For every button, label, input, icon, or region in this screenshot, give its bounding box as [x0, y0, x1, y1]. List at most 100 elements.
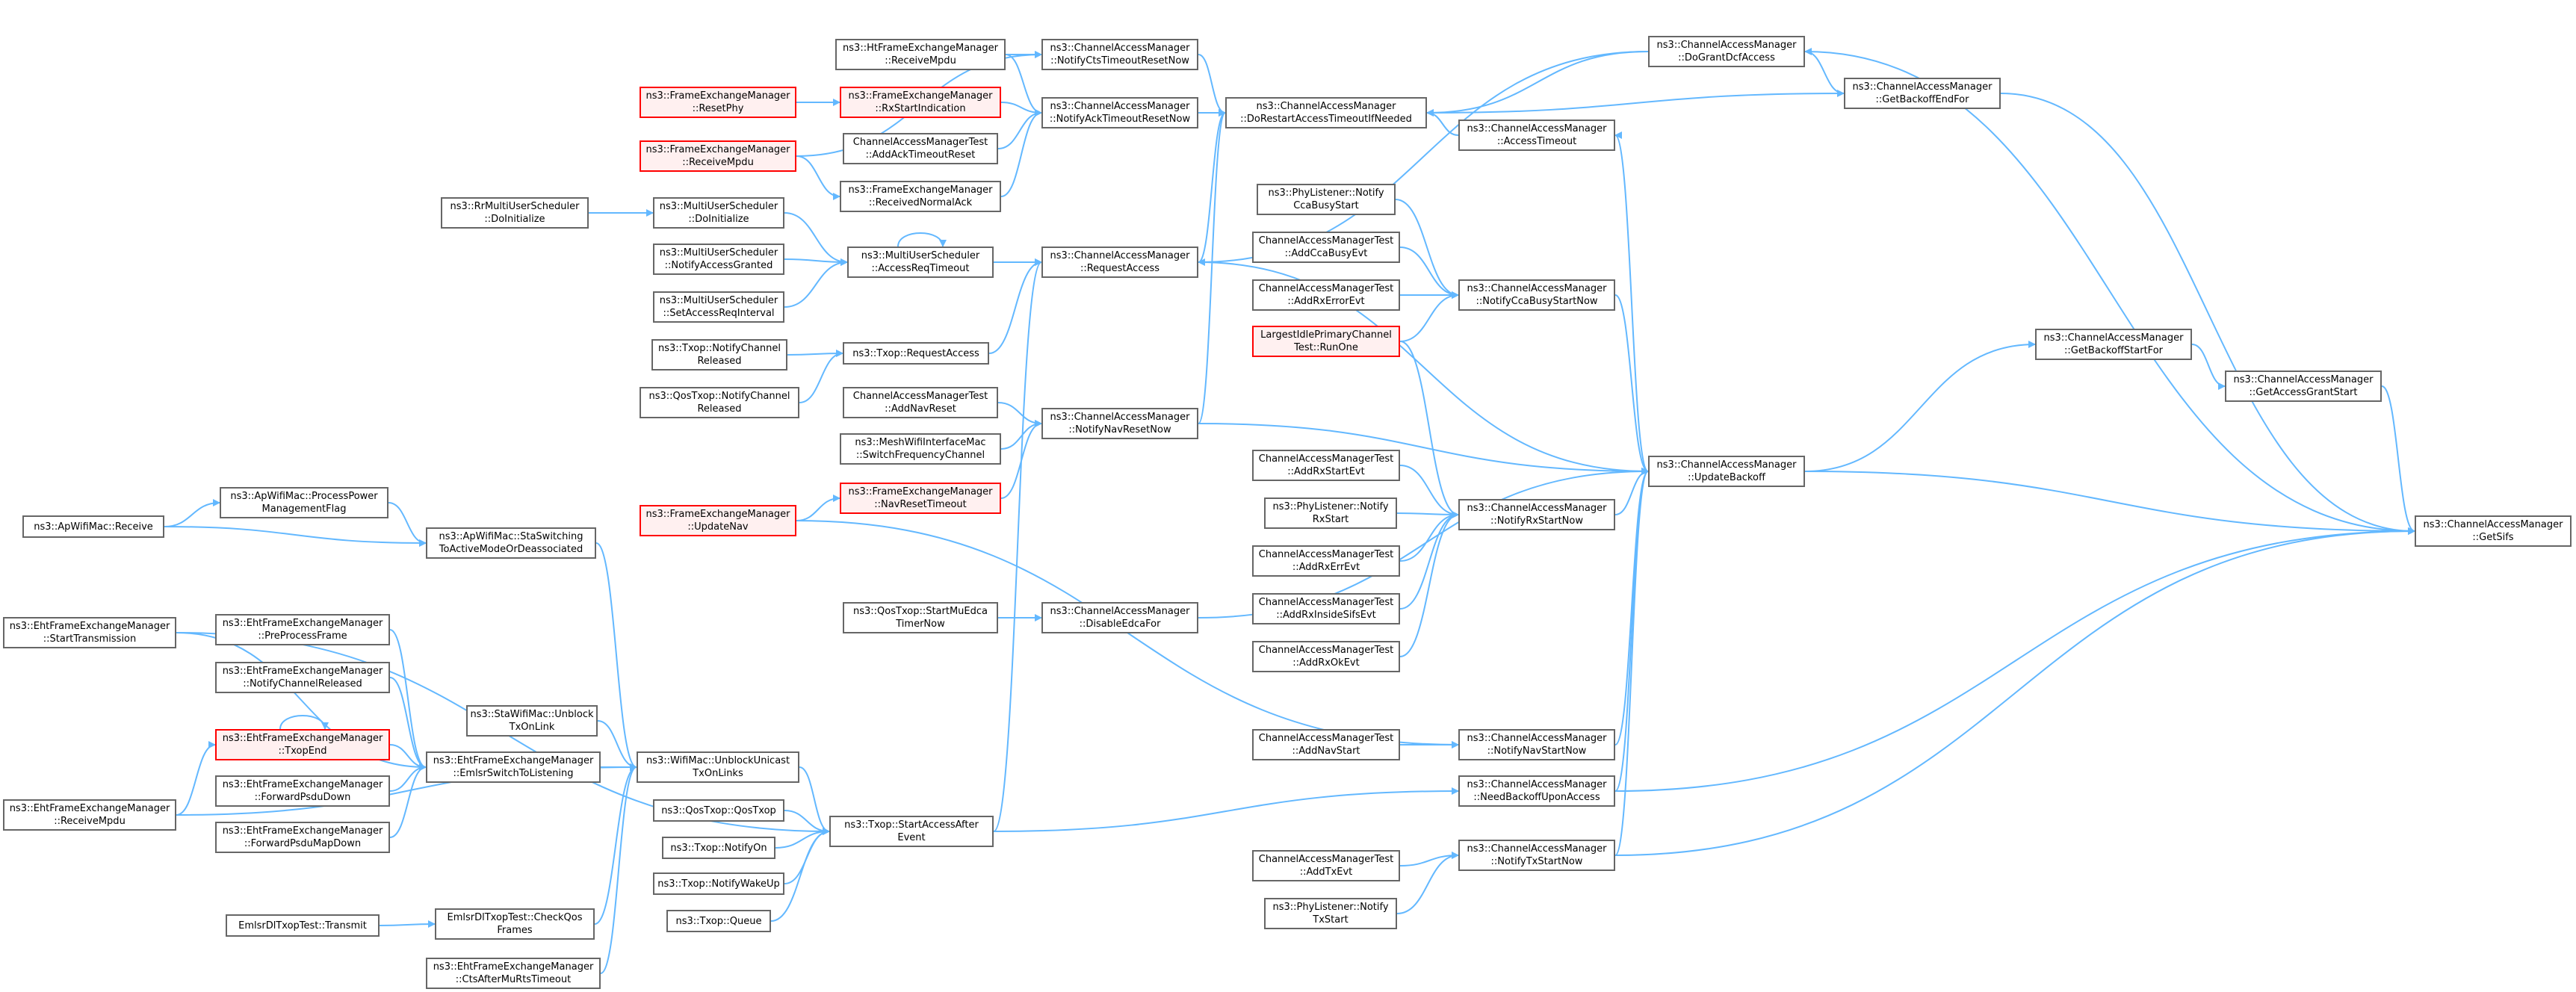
node-getbackoffend[interactable]: ns3::ChannelAccessManager::GetBackoffEnd…	[1844, 78, 2001, 109]
node-mudoinit[interactable]: ns3::MultiUserScheduler::DoInitialize	[653, 197, 784, 229]
node-getaccessgrant[interactable]: ns3::ChannelAccessManager::GetAccessGran…	[2225, 371, 2382, 402]
node-label-line: ns3::StaWifiMac::Unblock	[470, 709, 594, 720]
node-emlsrswitch[interactable]: ns3::EhtFrameExchangeManager::EmlsrSwitc…	[426, 751, 601, 783]
node-ehtpreprocess[interactable]: ns3::EhtFrameExchangeManager::PreProcess…	[215, 614, 390, 645]
node-navresettimeout[interactable]: ns3::FrameExchangeManager::NavResetTimeo…	[840, 483, 1001, 514]
node-getsifs[interactable]: ns3::ChannelAccessManager::GetSifs	[2415, 515, 2572, 547]
node-updatenav[interactable]: ns3::FrameExchangeManager::UpdateNav	[640, 505, 796, 536]
node-ehtfwdpsdu[interactable]: ns3::EhtFrameExchangeManager::ForwardPsd…	[215, 775, 390, 807]
node-label-line: ns3::FrameExchangeManager	[645, 144, 790, 155]
node-fermreceivempdu[interactable]: ns3::FrameExchangeManager::ReceiveMpdu	[640, 140, 796, 172]
edge-getaccessgrant-to-getsifs	[2381, 385, 2415, 535]
node-addrxerror[interactable]: ChannelAccessManagerTest::AddRxErrorEvt	[1252, 279, 1400, 311]
node-label-line: ns3::RrMultiUserScheduler	[450, 201, 580, 212]
node-ehttxopend[interactable]: ns3::EhtFrameExchangeManager::TxopEnd	[215, 729, 390, 760]
node-addrxstart[interactable]: ChannelAccessManagerTest::AddRxStartEvt	[1252, 450, 1400, 481]
node-label-line: Released	[697, 403, 742, 415]
node-label-line: ::NotifyNavStartNow	[1487, 745, 1587, 757]
node-ctstimeoutreset[interactable]: ns3::ChannelAccessManager::NotifyCtsTime…	[1041, 39, 1198, 70]
node-txopqueue[interactable]: ns3::Txop::Queue	[666, 910, 771, 932]
node-dorestart[interactable]: ns3::ChannelAccessManager::DoRestartAcce…	[1225, 97, 1427, 128]
node-label-line: ToActiveModeOrDeassociated	[439, 544, 583, 555]
edge-requestaccess-to-updatebackoff	[1198, 261, 1649, 475]
node-ehtreceivempdu[interactable]: ns3::EhtFrameExchangeManager::ReceiveMpd…	[3, 799, 176, 831]
node-label-line: ns3::Txop::RequestAccess	[852, 347, 979, 359]
node-label-line: ns3::MultiUserScheduler	[659, 201, 778, 212]
node-navstartnow[interactable]: ns3::ChannelAccessManager::NotifyNavStar…	[1458, 729, 1615, 760]
node-label-line: ns3::EhtFrameExchangeManager	[222, 666, 383, 677]
node-ehtstarttx[interactable]: ns3::EhtFrameExchangeManager::StartTrans…	[3, 617, 176, 648]
node-htreceivempdu[interactable]: ns3::HtFrameExchangeManager::ReceiveMpdu	[835, 39, 1006, 70]
node-addnavreset[interactable]: ChannelAccessManagerTest::AddNavReset	[843, 387, 998, 418]
node-addrxinside[interactable]: ChannelAccessManagerTest::AddRxInsideSif…	[1252, 593, 1400, 624]
node-label-line: ns3::MeshWifiInterfaceMac	[855, 437, 986, 448]
edge-ctstimeoutreset-to-dorestart	[1198, 54, 1226, 117]
edge-phyccabusy-to-ccabusystartnow	[1395, 199, 1459, 299]
node-getbackoffstart[interactable]: ns3::ChannelAccessManager::GetBackoffSta…	[2035, 329, 2192, 360]
node-accessreqtimeout[interactable]: ns3::MultiUserScheduler::AccessReqTimeou…	[847, 247, 994, 278]
edge-dogrant-to-dorestart	[1426, 51, 1649, 117]
node-setaccessreq[interactable]: ns3::MultiUserScheduler::SetAccessReqInt…	[653, 291, 784, 323]
node-accesstimeout[interactable]: ns3::ChannelAccessManager::AccessTimeout	[1458, 120, 1615, 151]
node-disableedca[interactable]: ns3::ChannelAccessManager::DisableEdcaFo…	[1041, 602, 1198, 633]
node-addtxevt[interactable]: ChannelAccessManagerTest::AddTxEvt	[1252, 850, 1400, 881]
node-label-line: ns3::ChannelAccessManager	[2043, 332, 2184, 344]
node-rxstartnow[interactable]: ns3::ChannelAccessManager::NotifyRxStart…	[1458, 499, 1615, 530]
node-txopnotifyon[interactable]: ns3::Txop::NotifyOn	[662, 837, 775, 859]
node-qostxopqostxop[interactable]: ns3::QosTxop::QosTxop	[653, 799, 784, 822]
node-label-line: ns3::Txop::NotifyWakeUp	[657, 878, 780, 890]
node-addccabusy[interactable]: ChannelAccessManagerTest::AddCcaBusyEvt	[1252, 232, 1400, 263]
node-addacktimeout[interactable]: ChannelAccessManagerTest::AddAckTimeoutR…	[843, 133, 998, 164]
node-notifyaccessgranted[interactable]: ns3::MultiUserScheduler::NotifyAccessGra…	[653, 244, 784, 275]
node-dogrant[interactable]: ns3::ChannelAccessManager::DoGrantDcfAcc…	[1648, 36, 1805, 67]
node-txopwakeup[interactable]: ns3::Txop::NotifyWakeUp	[653, 872, 784, 895]
node-addnavstart[interactable]: ChannelAccessManagerTest::AddNavStart	[1252, 729, 1400, 760]
node-addrxerr2[interactable]: ChannelAccessManagerTest::AddRxErrEvt	[1252, 545, 1400, 577]
node-rrdoinit[interactable]: ns3::RrMultiUserScheduler::DoInitialize	[441, 197, 589, 229]
node-acktimeoutreset[interactable]: ns3::ChannelAccessManager::NotifyAckTime…	[1041, 97, 1198, 128]
node-receivednormalack[interactable]: ns3::FrameExchangeManager::ReceivedNorma…	[840, 181, 1001, 212]
edge-updatebackoff-to-getbackoffstart	[1804, 341, 2036, 472]
node-requestaccess[interactable]: ns3::ChannelAccessManager::RequestAccess	[1041, 247, 1198, 278]
edge-rxstartind-to-acktimeoutreset	[1000, 102, 1042, 117]
node-label-line: ChannelAccessManagerTest	[1258, 645, 1394, 656]
node-txoprequest[interactable]: ns3::Txop::RequestAccess	[843, 342, 989, 365]
node-txstartnow[interactable]: ns3::ChannelAccessManager::NotifyTxStart…	[1458, 840, 1615, 871]
node-label-line: ::AddAckTimeoutReset	[865, 149, 976, 161]
node-ehtfwdpsdumap[interactable]: ns3::EhtFrameExchangeManager::ForwardPsd…	[215, 822, 390, 853]
node-label-line: ns3::ChannelAccessManager	[1256, 101, 1396, 112]
edge-meshswitch-to-navresetnow	[1000, 420, 1042, 450]
node-ehtnotifychan[interactable]: ns3::EhtFrameExchangeManager::NotifyChan…	[215, 662, 390, 693]
node-label-line: ::AddRxOkEvt	[1292, 657, 1360, 669]
node-resetphy[interactable]: ns3::FrameExchangeManager::ResetPhy	[640, 87, 796, 118]
node-rxstartind[interactable]: ns3::FrameExchangeManager::RxStartIndica…	[840, 87, 1001, 118]
node-needbackoff[interactable]: ns3::ChannelAccessManager::NeedBackoffUp…	[1458, 775, 1615, 807]
node-apreceive[interactable]: ns3::ApWifiMac::Receive	[22, 515, 164, 538]
node-label-line: ns3::ApWifiMac::StaSwitching	[439, 531, 583, 542]
node-emlsrtransmit[interactable]: EmlsrDlTxopTest::Transmit	[226, 914, 380, 937]
node-label-line: ::AddCcaBusyEvt	[1284, 248, 1368, 259]
node-ctsaftermurts[interactable]: ns3::EhtFrameExchangeManager::CtsAfterMu…	[426, 958, 601, 989]
node-navresetnow[interactable]: ns3::ChannelAccessManager::NotifyNavRese…	[1041, 408, 1198, 439]
node-meshswitch[interactable]: ns3::MeshWifiInterfaceMac::SwitchFrequen…	[840, 433, 1001, 465]
node-addrxok[interactable]: ChannelAccessManagerTest::AddRxOkEvt	[1252, 641, 1400, 672]
node-label-line: ns3::ChannelAccessManager	[1467, 843, 1607, 855]
node-label-line: ns3::EhtFrameExchangeManager	[433, 961, 594, 973]
edge-updatenav-to-navresettimeout	[796, 495, 840, 521]
node-ccabusystartnow[interactable]: ns3::ChannelAccessManager::NotifyCcaBusy…	[1458, 279, 1615, 311]
node-label-line: ::AddNavStart	[1292, 745, 1360, 757]
node-updatebackoff[interactable]: ns3::ChannelAccessManager::UpdateBackoff	[1648, 456, 1805, 487]
